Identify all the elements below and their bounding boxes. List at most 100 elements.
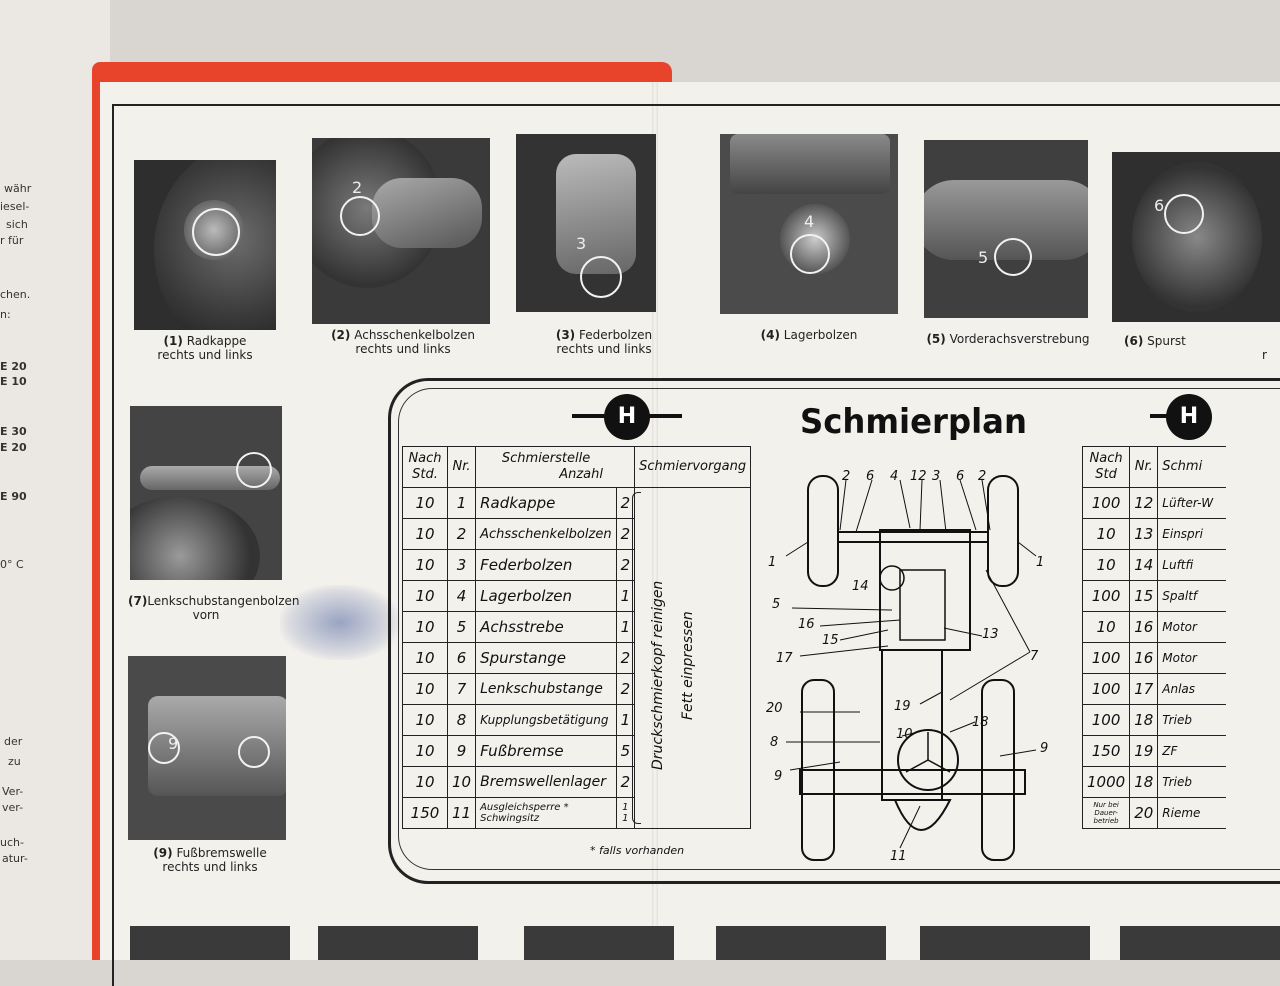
photo-lagerbolzen: 4	[720, 134, 898, 314]
diagram-label-20: 20	[766, 701, 783, 716]
header-anzahl-cell	[616, 446, 636, 488]
left-page-background	[0, 0, 110, 960]
photo-achsschenkelbolzen: 2	[312, 138, 490, 324]
diagram-label-5: 5	[772, 597, 780, 612]
left-text-line: E 30	[0, 425, 27, 438]
header-nach-std: Nach Std.	[402, 446, 448, 488]
schmierplan-title: Schmierplan	[800, 402, 1027, 442]
schmierplan-inner-frame	[398, 388, 1280, 870]
diagram-label-17: 17	[776, 651, 793, 666]
left-text-line: n:	[0, 308, 11, 321]
caption-vorderachsverstrebung: (5) Vorderachsverstrebung	[926, 332, 1090, 346]
diagram-label-10: 10	[896, 727, 913, 742]
diagram-label-13: 13	[982, 627, 999, 642]
diagram-label-2: 2	[842, 469, 850, 484]
table-header-row: Nach Std Nr. Schmi	[1081, 446, 1227, 488]
left-text-line: r für	[0, 234, 24, 247]
vorgang-bracket	[632, 492, 641, 824]
left-text-line: zu	[8, 755, 21, 768]
vorgang-text-1: Druckschmierkopf reinigen	[650, 580, 666, 770]
diagram-label-3: 3	[932, 469, 940, 484]
header-nr: Nr.	[446, 446, 477, 488]
diagram-label-14: 14	[852, 579, 869, 594]
diagram-label-16: 16	[798, 617, 815, 632]
caption-lagerbolzen: (4) Lagerbolzen	[760, 328, 858, 342]
diagram-label-2b: 2	[978, 469, 986, 484]
diagram-label-15: 15	[822, 633, 839, 648]
photo-vorderachsverstrebung: 5	[924, 140, 1088, 318]
left-text-line: der	[4, 735, 23, 748]
photo-radkappe	[134, 160, 276, 330]
bottom-photo	[524, 926, 674, 960]
left-text-line: Ver-	[2, 785, 24, 798]
bottom-photo	[1120, 926, 1280, 960]
diagram-label-4: 4	[890, 469, 898, 484]
diagram-label-7: 7	[1030, 649, 1039, 664]
left-text-line: uch-	[0, 836, 24, 849]
bottom-photo	[716, 926, 886, 960]
bottom-photo	[920, 926, 1090, 960]
left-text-line: 0° C	[0, 558, 24, 571]
schmierplan-outer-frame	[388, 378, 1280, 884]
diagram-label-11: 11	[890, 849, 907, 864]
ink-smudge	[280, 585, 400, 660]
left-text-line: sich	[6, 218, 28, 231]
diagram-label-18: 18	[972, 715, 989, 730]
bottom-photo	[318, 926, 478, 960]
left-text-line: E 20	[0, 360, 27, 373]
left-text-line: E 10	[0, 375, 27, 388]
diagram-label-8: 8	[770, 735, 778, 750]
header-schmiervorgang: Schmiervorgang	[634, 446, 752, 488]
left-text-line: währ	[4, 182, 32, 195]
diagram-label-6: 6	[866, 469, 874, 484]
photo-federbolzen: 3	[516, 134, 656, 312]
diagram-label-6b: 6	[956, 469, 964, 484]
left-text-line: iesel-	[0, 200, 30, 213]
photo-lenkschubstangenbolzen	[130, 406, 282, 580]
photo-spurstange: 6	[1112, 152, 1280, 322]
diagram-label-12: 12	[910, 469, 927, 484]
left-text-line: E 90	[0, 490, 27, 503]
left-text-line: chen.	[0, 288, 31, 301]
page-frame	[112, 104, 1280, 986]
footnote: * falls vorhanden	[590, 844, 685, 857]
left-text-line: E 20	[0, 441, 27, 454]
diagram-label-9b: 9	[1040, 741, 1048, 756]
diagram-label-1b: 1	[1036, 555, 1044, 570]
bottom-photo	[130, 926, 290, 960]
diagram-label-19: 19	[894, 699, 911, 714]
photo-fussbremswelle: 9	[128, 656, 286, 840]
tractor-diagram: 1 1 2 6 4 12 3 6 2 14 5 16 15 17 13 7 20…	[766, 469, 1048, 864]
vorgang-text-2: Fett einpressen	[680, 611, 696, 720]
diagram-label-1: 1	[768, 555, 776, 570]
